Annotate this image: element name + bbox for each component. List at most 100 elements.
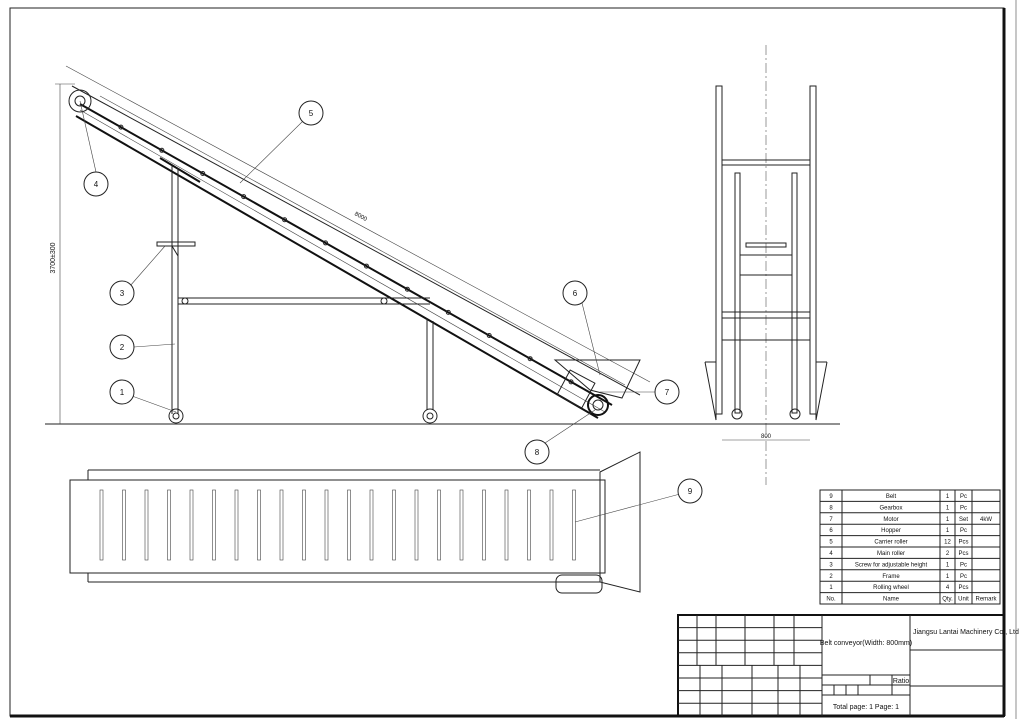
company-name: Jiangsu Lantai Machinery Co., Ltd <box>913 629 1019 636</box>
belt-slat <box>504 489 509 561</box>
wheel-rear <box>422 408 438 424</box>
balloon-number: 8 <box>535 448 540 457</box>
bom-cell-no: No. <box>826 597 836 603</box>
length-dimension: 8000 <box>353 211 368 223</box>
belt-slat <box>279 489 284 561</box>
carrier-roller <box>404 286 410 292</box>
bom-cell-unit: Pcs <box>958 540 968 546</box>
width-dimension: 800 <box>761 434 772 440</box>
ratio-label: Ratio <box>893 678 909 685</box>
belt-slat <box>302 489 306 561</box>
wheel-front <box>168 408 184 424</box>
motor <box>556 369 596 409</box>
belt-slat <box>392 489 396 561</box>
balloon-number: 7 <box>665 388 670 397</box>
bom-cell-name: Gearbox <box>879 505 902 511</box>
carrier-roller <box>159 147 165 153</box>
bom-cell-no: 5 <box>829 540 833 546</box>
belt-slat <box>549 489 554 561</box>
bom-cell-qty: 12 <box>944 540 951 546</box>
balloon-number: 1 <box>120 388 125 397</box>
bom-cell-no: 6 <box>829 528 833 534</box>
belt-slat <box>482 489 486 561</box>
bom-cell-no: 1 <box>829 585 833 591</box>
bom-cell-qty: 1 <box>946 562 950 568</box>
bom-cell-unit: Pc <box>960 562 967 568</box>
hopper <box>553 359 641 399</box>
bom-cell-unit: Unit <box>958 597 969 603</box>
carrier-roller <box>445 309 451 315</box>
bom-cell-no: 3 <box>829 562 833 568</box>
bom-cell-unit: Pc <box>960 494 967 500</box>
bom-cell-no: 9 <box>829 494 833 500</box>
carrier-roller <box>241 194 247 200</box>
main-roller-head <box>68 89 92 113</box>
belt-slat <box>572 489 576 561</box>
balloon-7: 7 <box>654 379 680 405</box>
bom-cell-name: Motor <box>883 517 898 523</box>
belt-upper-edge <box>79 103 613 406</box>
belt-slat <box>167 489 171 561</box>
bom-row: 5 Carrier roller 12 Pcs <box>829 540 968 546</box>
bom-cell-remark: Remark <box>975 597 997 603</box>
belt-slat <box>369 489 374 561</box>
balloon-number: 3 <box>120 289 125 298</box>
carrier-roller <box>323 240 329 246</box>
belt-slats <box>99 489 576 561</box>
balloon-number: 4 <box>94 180 99 189</box>
belt-slat <box>347 489 351 561</box>
balloon-9: 9 <box>677 478 703 504</box>
carrier-roller <box>282 217 288 223</box>
bom-cell-name: Carrier roller <box>874 540 907 546</box>
bom-cell-qty: 2 <box>946 551 950 557</box>
bom-cell-name: Frame <box>882 574 900 580</box>
height-dimension: 3700±300 <box>50 242 57 273</box>
balloon-2: 2 <box>109 334 135 360</box>
balloon-number: 9 <box>688 487 693 496</box>
belt-slat <box>122 489 126 561</box>
carrier-roller <box>363 263 369 269</box>
bom-cell-qty: 1 <box>946 505 950 511</box>
balloon-number: 6 <box>573 289 578 298</box>
belt-slat <box>459 489 464 561</box>
bom-cell-qty: 1 <box>946 494 950 500</box>
belt-slat <box>414 489 419 561</box>
balloon-3: 3 <box>109 280 135 306</box>
balloon-4: 4 <box>83 171 109 197</box>
bom-cell-qty: 1 <box>946 517 950 523</box>
adjustable-height-screw <box>156 241 196 247</box>
bom-cell-no: 4 <box>829 551 833 557</box>
bom-cell-qty: Qty. <box>942 597 953 603</box>
gearbox <box>587 394 609 416</box>
balloon-number: 2 <box>120 343 125 352</box>
bom-cell-unit: Pc <box>960 528 967 534</box>
bom-cell-qty: 1 <box>946 574 950 580</box>
bom-cell-no: 7 <box>829 517 833 523</box>
belt-lower-edge <box>75 115 599 419</box>
bom-cell-qty: 1 <box>946 528 950 534</box>
title-block: Belt conveyor(Width: 800mm) Jiangsu Lant… <box>677 614 1019 717</box>
top-view <box>69 451 681 594</box>
bom-cell-no: 2 <box>829 574 833 580</box>
balloon-number: 5 <box>309 109 314 118</box>
belt-slat <box>437 489 441 561</box>
belt-slat <box>212 489 216 561</box>
carrier-roller <box>118 124 124 130</box>
carrier-roller <box>200 170 206 176</box>
bom-cell-name: Rolling wheel <box>873 585 909 591</box>
bom-cell-unit: Pc <box>960 505 967 511</box>
belt-slat <box>234 489 239 561</box>
belt-top-view <box>69 479 606 574</box>
bom-cell-unit: Pcs <box>958 585 968 591</box>
bom-cell-name: Hopper <box>881 528 901 534</box>
bom-cell-name: Name <box>883 597 900 603</box>
belt-slat <box>527 489 531 561</box>
